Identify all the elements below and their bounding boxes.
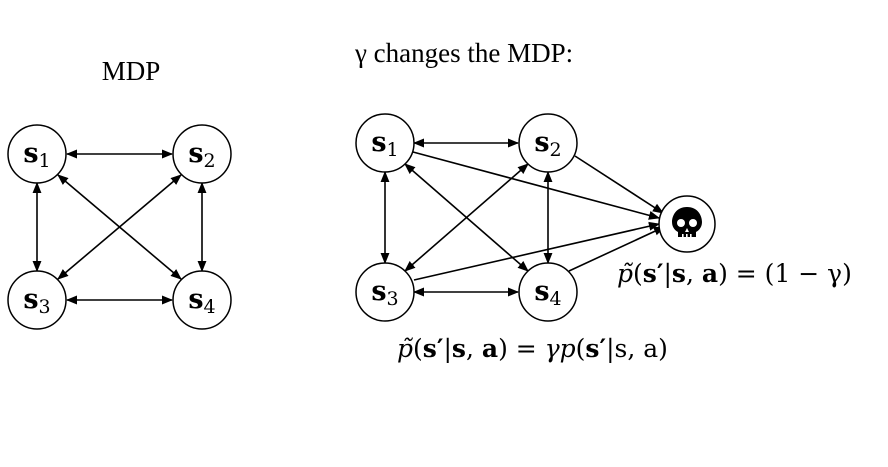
left-node-s3: s3 [7, 270, 67, 330]
svg-text:s1: s1 [371, 127, 398, 161]
svg-text:s1: s1 [23, 138, 50, 172]
svg-text:s4: s4 [188, 284, 215, 318]
left-node-s4: s4 [172, 270, 232, 330]
terminal-node [658, 195, 716, 253]
right-node-s1: s1 [355, 113, 415, 173]
left-diagram-title: MDP [102, 56, 161, 86]
node-label: s [371, 127, 386, 158]
right-diagram-title: γ changes the MDP: [354, 38, 573, 68]
right-edges [380, 138, 666, 297]
node-subscript: 4 [550, 288, 562, 310]
edge-s2-s3 [57, 174, 182, 280]
right-node-s4: s4 [518, 262, 578, 322]
svg-text:s2: s2 [188, 138, 215, 172]
svg-text:s3: s3 [371, 276, 398, 310]
left-node-s1: s1 [7, 124, 67, 184]
svg-text:s4: s4 [534, 276, 561, 310]
node-subscript: 1 [39, 150, 51, 172]
terminal-transition-equation: p̃(s′|s, a) = (1 − γ) [617, 259, 852, 289]
node-label: s [188, 138, 203, 169]
skull-icon [672, 207, 702, 237]
node-label: s [188, 284, 203, 315]
edge-s2-s3 [404, 163, 529, 272]
svg-text:s2: s2 [534, 127, 561, 161]
edge-s3-terminal [413, 221, 661, 281]
node-label: s [534, 127, 549, 158]
svg-text:s3: s3 [23, 284, 50, 318]
node-subscript: 4 [204, 296, 216, 318]
node-subscript: 3 [39, 296, 51, 318]
node-label: s [371, 276, 386, 307]
node-label: s [534, 276, 549, 307]
edge-s2-terminal [574, 155, 664, 214]
node-subscript: 1 [387, 139, 399, 161]
right-node-s2: s2 [518, 113, 578, 173]
node-subscript: 2 [550, 139, 562, 161]
left-edges [32, 149, 207, 305]
discounted-transition-equation: p̃(s′|s, a) = γp(s′|s, a) [397, 334, 668, 364]
node-label: s [23, 138, 38, 169]
node-subscript: 2 [204, 150, 216, 172]
left-node-s2: s2 [172, 124, 232, 184]
node-subscript: 3 [387, 288, 399, 310]
right-node-s3: s3 [355, 262, 415, 322]
edge-s1-terminal [412, 151, 661, 220]
edge-s4-terminal [568, 226, 666, 272]
node-label: s [23, 284, 38, 315]
